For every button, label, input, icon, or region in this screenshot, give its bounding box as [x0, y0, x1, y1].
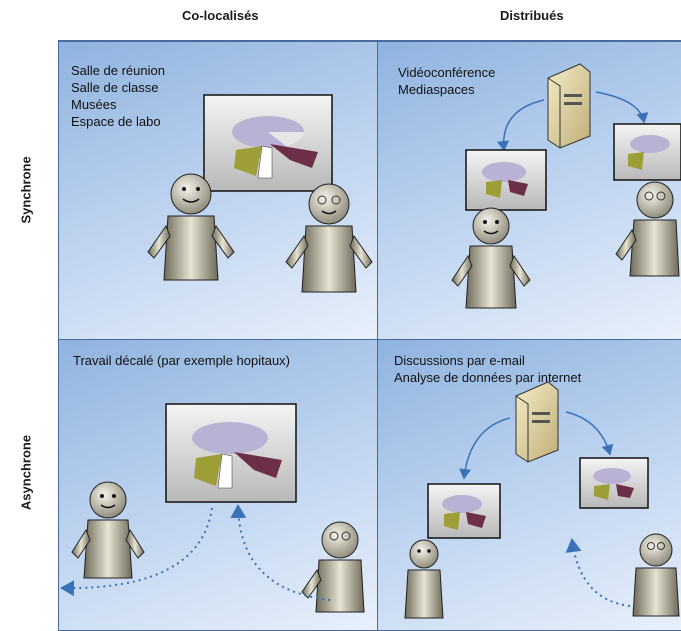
server-icon	[515, 381, 559, 463]
person-with-glasses-icon	[301, 521, 365, 613]
list-item: Travail décalé (par exemple hopitaux)	[73, 353, 291, 368]
list-item: Analyse de données par internet	[394, 370, 582, 385]
connection-arrow	[497, 99, 545, 152]
list-item: Discussions par e-mail	[394, 353, 525, 368]
presentation-screen-icon	[579, 457, 649, 509]
cell-async-colocated-text: Travail décalé (par exemple hopitaux)	[73, 352, 290, 369]
list-item: Salle de classe	[71, 80, 159, 95]
connection-arrow	[459, 417, 511, 480]
dotted-arrow	[60, 507, 213, 597]
cell-async-distributed-text: Discussions par e-mail Analyse de donnée…	[394, 352, 581, 386]
list-item: Mediaspaces	[398, 82, 475, 97]
column-header-colocated: Co-localisés	[182, 8, 259, 23]
person-icon	[451, 207, 531, 309]
presentation-screen-icon	[427, 483, 501, 539]
person-icon	[147, 173, 235, 281]
list-item: Vidéoconférence	[398, 65, 496, 80]
person-with-glasses-icon	[615, 181, 680, 277]
person-icon	[404, 539, 444, 619]
list-item: Espace de labo	[71, 114, 161, 129]
cell-sync-colocated-text: Salle de réunion Salle de classe Musées …	[71, 62, 165, 130]
presentation-screen-icon	[465, 149, 547, 211]
dotted-arrow	[230, 504, 331, 601]
cell-sync-distributed-text: Vidéoconférence Mediaspaces	[398, 64, 495, 98]
column-header-distributed: Distribués	[500, 8, 564, 23]
server-icon	[547, 63, 591, 149]
presentation-screen-icon	[613, 123, 681, 181]
list-item: Salle de réunion	[71, 63, 165, 78]
person-with-glasses-icon	[285, 183, 373, 293]
connection-arrow	[565, 411, 614, 456]
person-with-glasses-icon	[632, 533, 680, 617]
presentation-screen-icon	[165, 403, 297, 503]
person-icon	[71, 481, 145, 579]
presentation-screen-icon	[203, 94, 333, 192]
list-item: Musées	[71, 97, 117, 112]
connection-arrow	[595, 91, 649, 124]
dotted-arrow	[565, 538, 631, 607]
